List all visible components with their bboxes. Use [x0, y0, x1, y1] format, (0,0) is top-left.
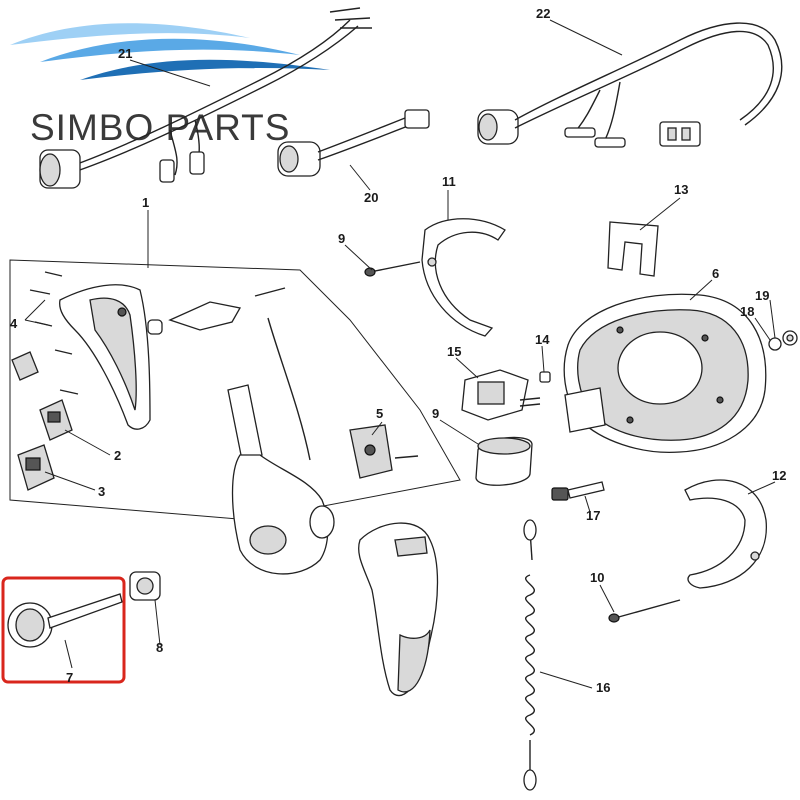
washer-18 [768, 337, 782, 351]
knob-7 [7, 593, 123, 648]
callout-9-top: 9 [338, 231, 345, 246]
harness-22 [477, 22, 783, 148]
cam-5 [349, 424, 419, 479]
switch-small [11, 351, 39, 381]
callout-7: 7 [66, 670, 73, 685]
callout-17: 17 [586, 508, 600, 523]
assembly-frame [9, 259, 461, 521]
logo-wave-1 [10, 23, 250, 45]
nut-19 [782, 330, 798, 346]
cover-12 [684, 479, 767, 589]
screws-4 [29, 271, 79, 395]
brand-name: SIMBO PARTS [30, 107, 290, 148]
callout-1: 1 [142, 195, 149, 210]
housing-6 [563, 293, 767, 454]
callouts: 21 22 20 1 4 2 3 8 7 5 11 13 9 6 19 18 1… [10, 6, 786, 695]
cover-11 [421, 218, 506, 337]
callout-3: 3 [98, 484, 105, 499]
leader-lines [24, 19, 776, 689]
logo-wave-2 [40, 38, 300, 62]
callout-18: 18 [740, 304, 754, 319]
callout-13: 13 [674, 182, 688, 197]
logo-wave-3 [80, 59, 330, 80]
callout-14: 14 [535, 332, 550, 347]
callout-2: 2 [114, 448, 121, 463]
callout-5: 5 [376, 406, 383, 421]
switch-15 [461, 369, 541, 421]
grip-cover [358, 522, 439, 697]
callout-10: 10 [590, 570, 604, 585]
bolt-17 [551, 481, 605, 501]
callout-21: 21 [118, 46, 132, 61]
highlight-box [1, 576, 126, 684]
callout-9-mid: 9 [432, 406, 439, 421]
screw-9 [364, 261, 421, 277]
bushing-8 [129, 571, 161, 601]
callout-19: 19 [755, 288, 769, 303]
lever-linkage [147, 287, 311, 461]
switch-2 [39, 399, 73, 441]
harness-20 [277, 109, 430, 177]
callout-20: 20 [364, 190, 378, 205]
brand-logo: SIMBO PARTS [10, 23, 330, 148]
lever-arm [227, 384, 335, 575]
screw-14 [539, 371, 551, 383]
handle-shell [59, 284, 151, 430]
ring-9 [475, 436, 533, 486]
callout-12: 12 [772, 468, 786, 483]
callout-16: 16 [596, 680, 610, 695]
harness-21 [39, 7, 372, 189]
clip-13 [607, 221, 659, 277]
switch-3 [17, 444, 55, 491]
callout-6: 6 [712, 266, 719, 281]
screw-10 [608, 599, 681, 623]
callout-8: 8 [156, 640, 163, 655]
lanyard-16 [523, 519, 537, 791]
callout-4: 4 [10, 316, 18, 331]
callout-22: 22 [536, 6, 550, 21]
callout-11: 11 [442, 174, 456, 189]
callout-15: 15 [447, 344, 461, 359]
